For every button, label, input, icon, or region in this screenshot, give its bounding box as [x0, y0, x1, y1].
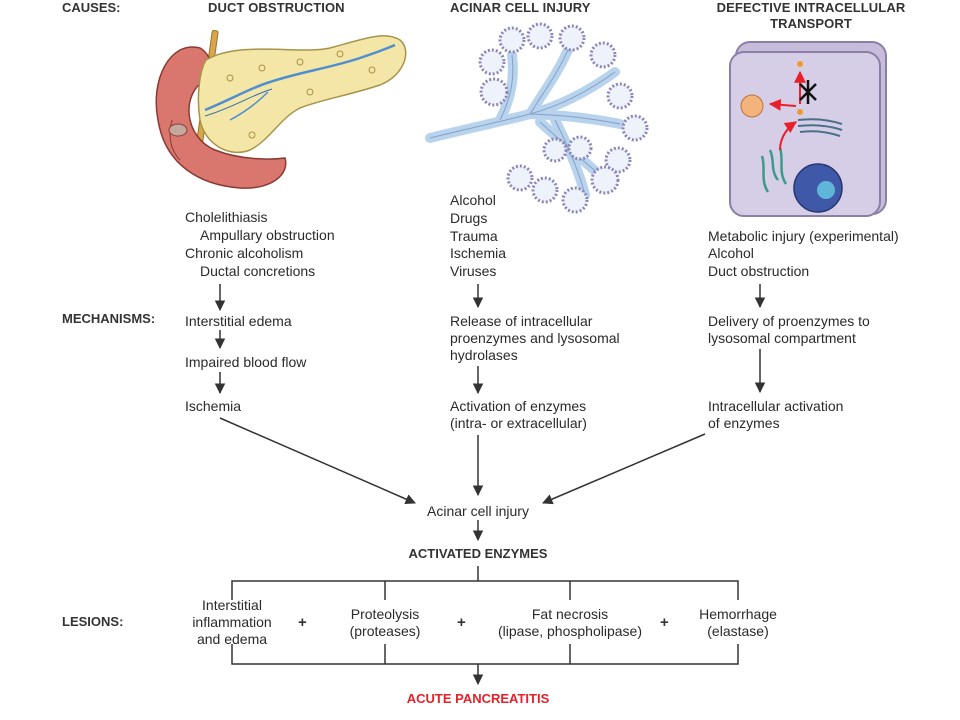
lesion-interstitial-inflammation: Interstitial inflammation and edema [192, 597, 272, 647]
lesion-hemorrhage: Hemorrhage (elastase) [699, 606, 777, 639]
acinus-illustration [425, 22, 649, 214]
mechanism-impaired-blood-flow: Impaired blood flow [185, 354, 307, 370]
lesions-label: LESIONS: [62, 614, 124, 629]
lesion-proteolysis: Proteolysis (proteases) [349, 606, 421, 639]
defective-transport-title: DEFECTIVE INTRACELLULAR TRANSPORT [716, 0, 906, 31]
lesion-fat-necrosis: Fat necrosis (lipase, phospholipase) [498, 606, 642, 639]
acute-pancreatitis-outcome: ACUTE PANCREATITIS [406, 691, 550, 706]
cause-ischemia: Ischemia [450, 245, 507, 261]
cause-alcohol-2: Alcohol [708, 245, 754, 261]
activated-enzymes-node: ACTIVATED ENZYMES [408, 546, 548, 561]
cause-ductal-concretions: Ductal concretions [200, 263, 316, 279]
cause-drugs: Drugs [450, 210, 488, 226]
mechanism-intracellular-activation: Intracellular activation of enzymes [708, 398, 844, 431]
cause-viruses: Viruses [450, 263, 497, 279]
plus-sign-1: + [298, 614, 307, 631]
cause-chronic-alcoholism: Chronic alcoholism [185, 245, 304, 261]
mechanism-release-proenzymes: Release of intracellular proenzymes and … [450, 313, 620, 363]
cause-ampullary-obstruction: Ampullary obstruction [200, 227, 335, 243]
acinar-cell-injury-title: ACINAR CELL INJURY [450, 0, 591, 15]
cell-illustration [729, 41, 887, 217]
mechanism-activation-enzymes: Activation of enzymes (intra- or extrace… [450, 398, 587, 431]
mechanism-delivery-proenzymes: Delivery of proenzymes to lysosomal comp… [708, 313, 870, 346]
plus-sign-2: + [457, 614, 466, 631]
mechanisms-label: MECHANISMS: [62, 311, 156, 326]
pancreas-illustration [155, 29, 407, 189]
cause-alcohol: Alcohol [450, 192, 496, 208]
lesion-bracket [231, 580, 739, 665]
mechanism-ischemia: Ischemia [185, 398, 242, 414]
cause-duct-obstruction: Duct obstruction [708, 263, 810, 279]
duct-obstruction-title: DUCT OBSTRUCTION [208, 0, 345, 15]
flow-arrows [214, 284, 766, 686]
cause-trauma: Trauma [450, 228, 498, 244]
cause-metabolic-injury: Metabolic injury (experimental) [708, 228, 899, 244]
cause-cholelithiasis: Cholelithiasis [185, 209, 268, 225]
plus-sign-3: + [660, 614, 669, 631]
mechanism-interstitial-edema: Interstitial edema [185, 313, 292, 329]
acinar-cell-injury-node: Acinar cell injury [427, 503, 529, 519]
causes-label: CAUSES: [62, 0, 121, 15]
